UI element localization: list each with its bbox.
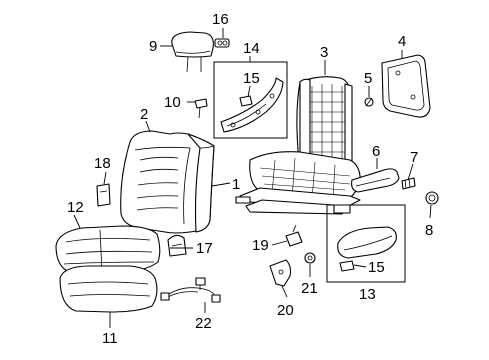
cushion-clip — [167, 234, 187, 257]
callout-17: 17 — [196, 240, 213, 257]
callout-13: 13 — [359, 286, 376, 303]
callout-8: 8 — [425, 222, 433, 239]
callout-15b: 15 — [368, 259, 385, 276]
small-bolt — [364, 97, 374, 107]
grommet — [304, 252, 316, 264]
bracket — [269, 259, 292, 287]
handle-screw — [401, 177, 416, 190]
wire-harness — [160, 277, 221, 303]
headrest-guide — [214, 38, 230, 48]
callout-labels: 1 2 3 4 5 6 7 8 9 10 11 12 13 14 15 15 1… — [67, 11, 433, 347]
callout-16: 16 — [212, 11, 229, 28]
callout-7: 7 — [410, 149, 418, 166]
callout-9: 9 — [149, 38, 157, 55]
callout-4: 4 — [398, 33, 406, 50]
callout-18: 18 — [94, 155, 111, 172]
seat-cushion-frame — [235, 151, 361, 215]
callout-21: 21 — [301, 280, 318, 297]
cap — [425, 191, 439, 205]
callout-22: 22 — [195, 315, 212, 332]
callout-1: 1 — [232, 176, 240, 193]
callout-19: 19 — [252, 237, 269, 254]
connector — [285, 224, 303, 247]
callout-5: 5 — [364, 70, 372, 87]
side-shield-group — [213, 61, 288, 139]
callout-15a: 15 — [243, 70, 260, 87]
callout-2: 2 — [140, 106, 148, 123]
callout-10: 10 — [164, 94, 181, 111]
callout-12: 12 — [67, 199, 84, 216]
rear-panel — [381, 54, 431, 118]
seat-cushion-pad — [59, 265, 158, 313]
callout-11: 11 — [102, 330, 118, 347]
recliner-bolt — [194, 98, 208, 119]
callout-3: 3 — [320, 44, 328, 61]
side-cover-group — [326, 204, 406, 283]
back-pad-bracket — [96, 183, 111, 207]
seat-back-cover — [120, 130, 215, 234]
callout-6: 6 — [372, 143, 380, 160]
headrest — [171, 31, 214, 73]
leader-lines — [73, 28, 432, 328]
callout-20: 20 — [277, 302, 294, 319]
callout-14: 14 — [243, 40, 260, 57]
recliner-handle — [351, 168, 400, 193]
